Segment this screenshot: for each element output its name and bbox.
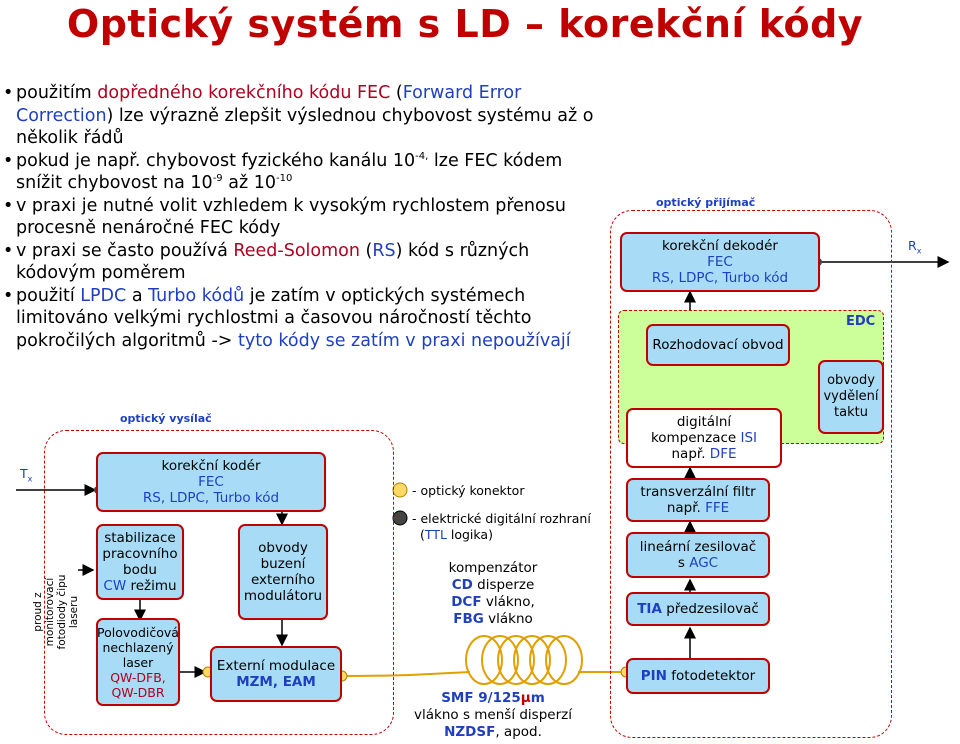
driver-box: obvody buzení externího modulátoru: [238, 524, 328, 620]
legend-connector: - optický konektor: [412, 483, 525, 498]
fec-coder-box: korekční kodér FEC RS, LDPC, Turbo kód: [96, 452, 326, 512]
bullet-reed-solomon: v praxi se často používá Reed-Solomon (R…: [3, 240, 604, 285]
pin-photodetector-box: PIN fotodetektor: [626, 658, 770, 694]
fiber-coil-icon: [465, 635, 583, 685]
laser-box: Polovodičová nechlazený laser QW-DFB, QW…: [96, 618, 180, 706]
bullet-error-rate: pokud je např. chybovost fyzického kanál…: [3, 150, 591, 195]
electrical-legend-icon: [392, 510, 408, 526]
connector-legend-icon: [392, 482, 408, 498]
receiver-label: optický přijímač: [656, 196, 756, 209]
fiber-out-line: [341, 671, 471, 677]
clock-recovery-box: obvody vydělení taktu: [818, 360, 884, 434]
tx-label: Tx: [20, 466, 33, 484]
dfe-box: digitální kompenzace ISI např. DFE: [626, 408, 782, 468]
fiber-label: SMF 9/125μm vlákno s menší disperzí NZDS…: [414, 690, 572, 740]
transmitter-label: optický vysílač: [120, 412, 212, 425]
bullet-list: použitím dopředného korekčního kódu FEC …: [3, 82, 604, 353]
rx-label: Rx: [908, 238, 922, 256]
bullet-fec-intro: použitím dopředného korekčního kódu FEC …: [3, 82, 604, 150]
modulator-box: Externí modulace MZM, EAM: [210, 646, 342, 702]
stabilization-box: stabilizace pracovního bodu CW režimu: [96, 524, 184, 600]
edc-label: EDC: [846, 314, 876, 329]
dispersion-compensator: kompenzátor CD disperze DCF vlákno, FBG …: [448, 560, 538, 627]
page-title: Optický systém s LD – korekční kódy: [66, 2, 864, 46]
bullet-ldpc-turbo: použití LPDC a Turbo kódů je zatím v opt…: [3, 285, 604, 353]
receiver-frame: [610, 210, 892, 738]
transmitter-frame: [44, 430, 394, 735]
monitor-label: proud z monitorovací fotodiody čipu lase…: [32, 574, 80, 650]
decision-box: Rozhodovací obvod: [646, 324, 790, 366]
amplifier-box: lineární zesilovač s AGC: [626, 532, 770, 578]
tia-box: TIA předzesilovač: [626, 592, 770, 626]
bullet-simple-codes: v praxi je nutné volit vzhledem k vysoký…: [3, 195, 604, 240]
legend-electrical: - elektrické digitální rozhraní (TTL log…: [412, 511, 591, 542]
fec-decoder-box: korekční dekodér FEC RS, LDPC, Turbo kód: [620, 232, 820, 292]
ffe-box: transverzální filtr např. FFE: [626, 478, 770, 522]
